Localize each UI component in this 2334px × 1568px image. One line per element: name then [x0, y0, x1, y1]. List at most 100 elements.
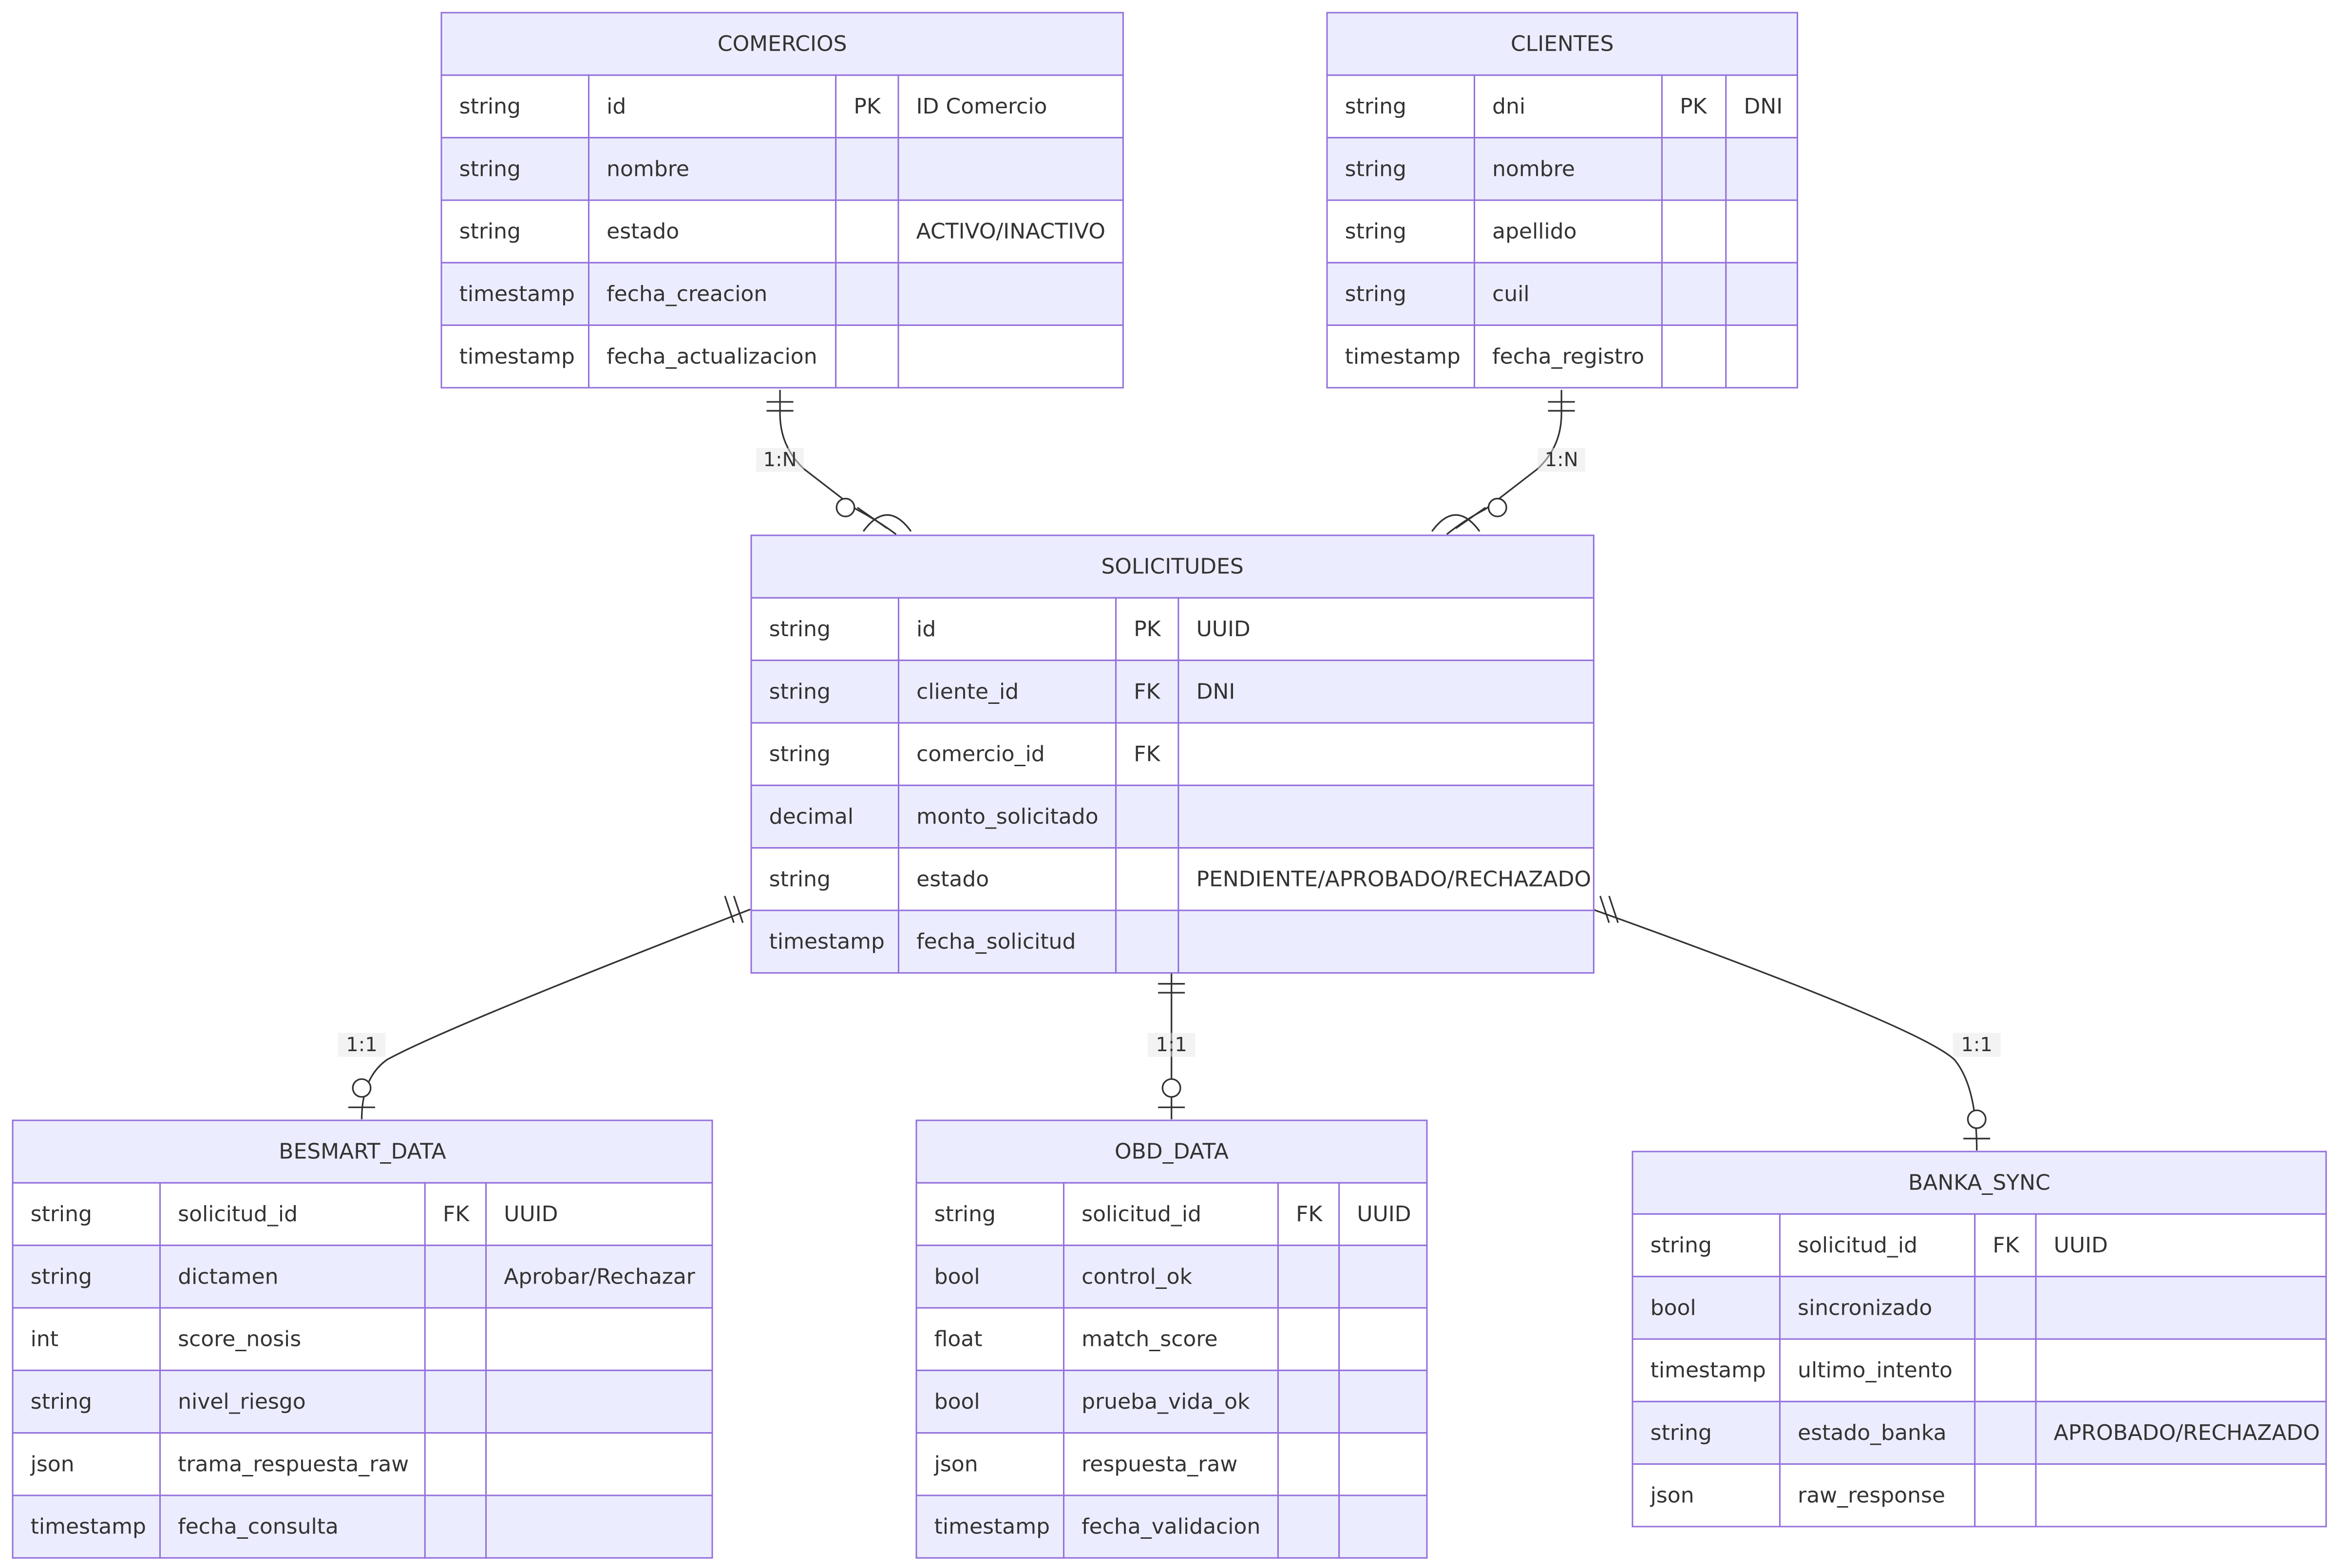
attribute-comment: UUID	[1196, 617, 1251, 642]
attribute-type: timestamp	[31, 1514, 146, 1539]
attribute-name: comercio_id	[916, 742, 1045, 767]
attribute-name: solicitud_id	[1082, 1202, 1201, 1227]
attribute-name: dictamen	[178, 1264, 279, 1289]
attribute-name: fecha_consulta	[178, 1514, 339, 1539]
attribute-row: string apellido	[1326, 199, 1799, 264]
relationship-clientes-solicitudes: 1:N	[1431, 390, 1586, 535]
attribute-key: PK	[1680, 94, 1708, 119]
attribute-comment: UUID	[504, 1202, 558, 1227]
attribute-type: bool	[934, 1264, 980, 1289]
attribute-name: dni	[1493, 94, 1526, 119]
attribute-type: float	[934, 1326, 983, 1351]
attribute-type: string	[1345, 219, 1406, 244]
attribute-row: bool control_ok	[915, 1244, 1428, 1309]
attribute-key: FK	[1992, 1233, 2019, 1258]
attribute-key: PK	[854, 94, 882, 119]
attribute-comment: ACTIVO/INACTIVO	[916, 219, 1105, 244]
attribute-key: FK	[1296, 1202, 1323, 1227]
attribute-name: fecha_creacion	[607, 282, 768, 306]
attribute-type: bool	[1650, 1295, 1696, 1320]
cardinality-one-marker	[724, 895, 744, 923]
cardinality-zero-or-one-marker	[348, 1078, 375, 1108]
cardinality-zero-or-one-marker	[1963, 1109, 1991, 1140]
attribute-name: estado	[916, 867, 989, 891]
attribute-name: solicitud_id	[178, 1202, 298, 1227]
entity-title: BESMART_DATA	[279, 1139, 446, 1164]
attribute-name: control_ok	[1082, 1264, 1192, 1289]
attribute-comment: ID Comercio	[916, 94, 1047, 119]
attribute-type: string	[769, 679, 831, 704]
attribute-comment: DNI	[1744, 94, 1783, 119]
attribute-row: string dni PK DNI	[1326, 75, 1799, 139]
cardinality-zero-or-one-marker	[1158, 1078, 1185, 1108]
relationship-label: 1:1	[338, 1033, 386, 1057]
relationship-label: 1:1	[1147, 1033, 1195, 1057]
attribute-name: raw_response	[1798, 1483, 1945, 1508]
relationship-solicitudes-obd-data: 1:1	[1147, 972, 1195, 1119]
relationship-solicitudes-besmart-data: 1:1	[338, 895, 751, 1119]
attribute-type: string	[1345, 94, 1406, 119]
attribute-name: apellido	[1493, 219, 1577, 244]
cardinality-one-marker	[766, 401, 794, 412]
relationship-solicitudes-banka-sync: 1:1	[1592, 895, 2001, 1151]
attribute-name: fecha_actualizacion	[607, 344, 817, 369]
attribute-key: FK	[1134, 679, 1160, 704]
attribute-name: nombre	[607, 157, 690, 182]
attribute-type: string	[31, 1389, 92, 1414]
attribute-type: string	[1345, 157, 1406, 182]
relationship-label: 1:1	[1953, 1033, 2001, 1057]
relationship-label-text: 1:N	[763, 449, 797, 471]
relationship-line	[361, 908, 751, 1119]
attribute-name: cuil	[1493, 282, 1530, 306]
attribute-name: estado	[607, 219, 680, 244]
attribute-name: id	[916, 617, 936, 642]
attribute-name: respuesta_raw	[1082, 1452, 1237, 1476]
entity-header	[12, 1119, 714, 1184]
attribute-type: int	[31, 1326, 58, 1351]
attribute-name: match_score	[1082, 1326, 1217, 1351]
entity-header	[1326, 12, 1799, 76]
attribute-type: timestamp	[1650, 1358, 1765, 1383]
attribute-comment: UUID	[2053, 1233, 2107, 1258]
attribute-type: string	[1650, 1233, 1711, 1258]
relationship-label-text: 1:1	[1961, 1034, 1992, 1056]
entity-header	[750, 534, 1594, 599]
attribute-type: timestamp	[459, 344, 575, 369]
attribute-type: string	[459, 94, 521, 119]
attribute-row: string id PK ID Comercio	[440, 75, 1124, 139]
relationship-label-text: 1:N	[1545, 449, 1578, 471]
attribute-type: timestamp	[769, 929, 885, 954]
relationship-label-text: 1:1	[1156, 1034, 1187, 1056]
entity-header	[440, 12, 1124, 76]
attribute-comment: APROBADO/RECHAZADO	[2053, 1420, 2319, 1445]
attribute-name: monto_solicitado	[916, 804, 1098, 829]
attribute-type: string	[459, 157, 521, 182]
attribute-name: prueba_vida_ok	[1082, 1389, 1250, 1414]
attribute-name: id	[607, 94, 626, 119]
